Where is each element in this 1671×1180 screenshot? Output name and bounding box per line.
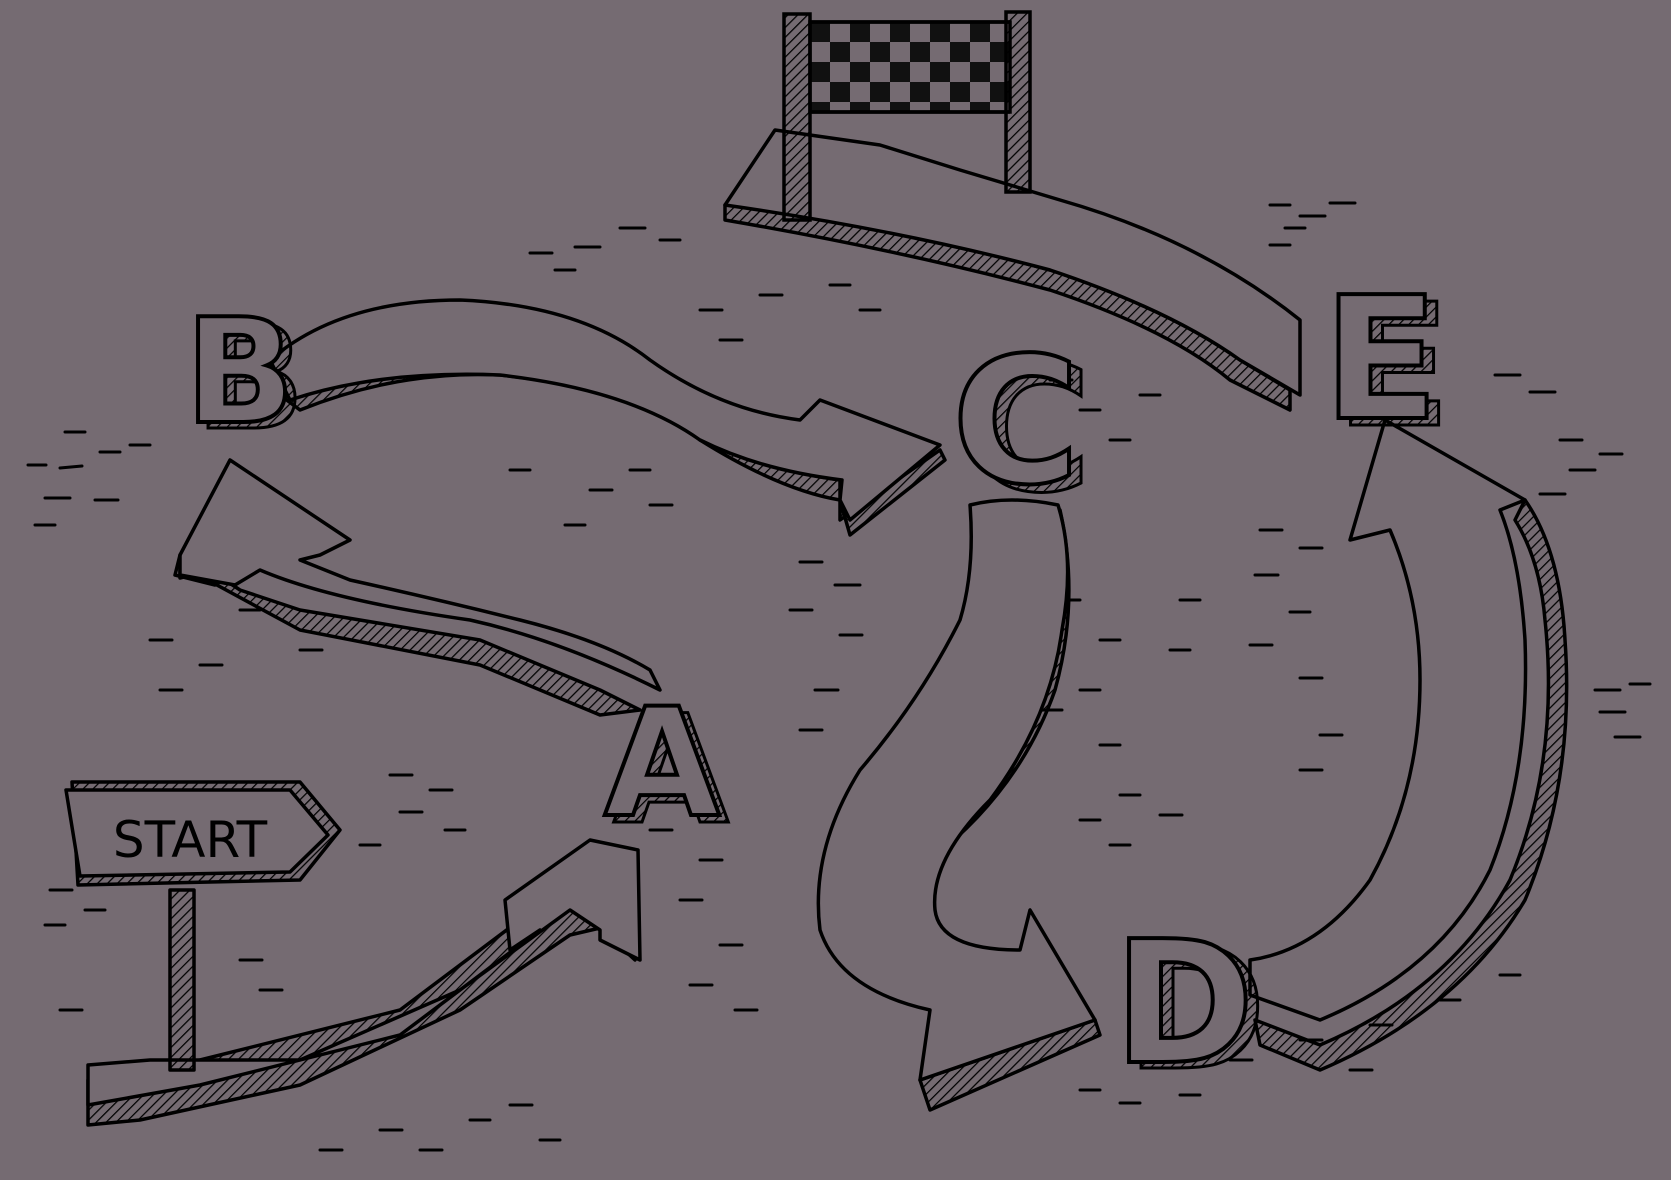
finish-post-right (1006, 12, 1030, 192)
arrow-a-to-b (175, 460, 660, 715)
start-sign-post (170, 890, 194, 1070)
start-sign-label: START (113, 811, 268, 869)
waypoint-a: A A (604, 677, 729, 858)
arrow-c-to-d (818, 500, 1100, 1110)
checkered-finish-gate-icon (810, 22, 1010, 112)
arrow-b-to-c (270, 300, 945, 535)
arrow-d-to-e (1250, 420, 1567, 1070)
waypoint-e: E E (1323, 261, 1451, 466)
waypoint-b: B B (185, 288, 306, 463)
waypoint-e-label: E (1323, 261, 1439, 459)
start-sign: START (66, 782, 340, 1070)
waypoint-d-label: D (1113, 905, 1254, 1103)
waypoint-d: D D (1113, 905, 1266, 1109)
waypoint-c-label: C (952, 321, 1080, 524)
waypoint-c: C C (952, 321, 1092, 532)
waypoint-b-label: B (185, 288, 296, 457)
waypoint-a-label: A (604, 677, 720, 851)
finish-post-left (784, 14, 810, 220)
